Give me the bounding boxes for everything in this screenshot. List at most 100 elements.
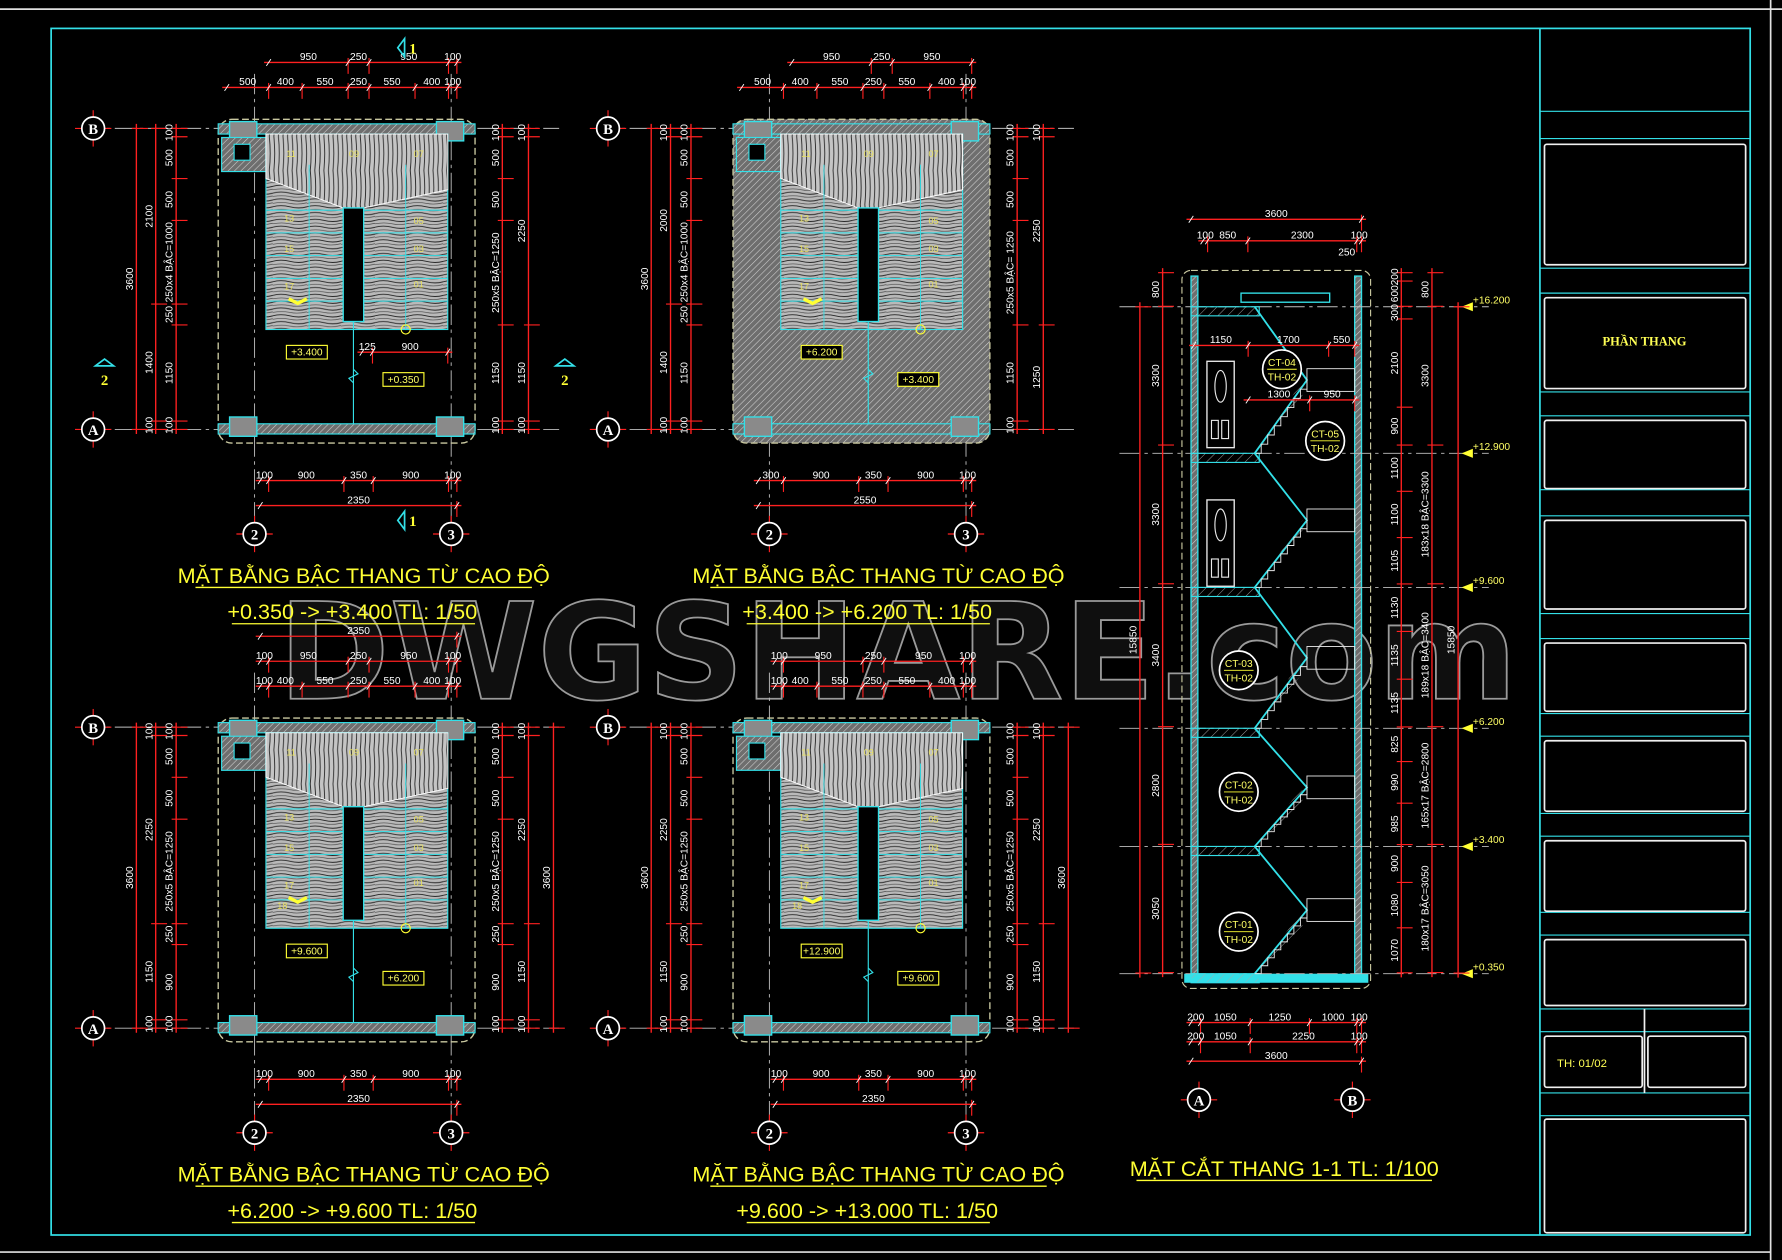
title-block-cell-sheet	[1543, 1035, 1644, 1089]
grid-bubble-2-circle	[242, 1120, 267, 1145]
top-dim-value: 250	[350, 77, 367, 88]
right-dim-value: 100	[517, 416, 528, 433]
plan-subtitle: +3.400 -> +6.200 TL: 1/50	[742, 599, 992, 624]
top-dim-value: 550	[383, 77, 400, 88]
grid-bubble-B-label: B	[603, 721, 613, 737]
duct-icon	[748, 742, 766, 760]
dim-tick	[1352, 396, 1358, 404]
direction-arrow-icon	[802, 297, 823, 306]
direction-arrow-icon	[287, 896, 308, 905]
dim-tick	[1245, 396, 1251, 404]
start-marker-icon	[915, 324, 926, 335]
bottom-dim-value: 100	[256, 1069, 273, 1080]
grid-bubble-A-label: A	[603, 1022, 614, 1038]
grid-bubble-B-circle	[80, 116, 106, 141]
right-dim-value: 500	[491, 789, 502, 806]
step-number: 09	[349, 748, 359, 758]
door-panel	[1221, 419, 1230, 440]
section-inner-dim-value: 1700	[1277, 335, 1300, 346]
grid-bubble-A-circle	[80, 417, 106, 442]
grid-bubble-B-label: B	[88, 721, 98, 737]
dim-tick	[299, 83, 305, 92]
dim-tick	[789, 58, 795, 67]
section-level-label: +0.350	[1473, 962, 1505, 973]
column	[743, 416, 773, 437]
right-dim-value: 1150	[1032, 960, 1043, 982]
right-dim-value: 100	[491, 722, 502, 739]
left-dim-value: 900	[680, 973, 691, 990]
wall-bottom	[217, 1021, 476, 1034]
dim-tick	[780, 476, 787, 485]
dim-tick	[370, 1075, 376, 1084]
door-panel	[1221, 558, 1230, 578]
left-dim-value: 2250	[659, 818, 670, 841]
dim-tick	[445, 682, 452, 690]
section-right-dim-value: 900	[1390, 855, 1401, 872]
dim-tick	[969, 657, 975, 665]
right-dim-value: 250x5 BẬC=1250	[489, 831, 502, 912]
dim-tick	[881, 657, 887, 665]
dim-tick	[370, 476, 376, 485]
left-dim-value: 250	[680, 306, 691, 323]
step-number: 05	[414, 815, 424, 825]
top-dim-value: 550	[831, 77, 848, 88]
landing-treads	[1306, 646, 1356, 670]
dim-tick	[814, 83, 820, 92]
top-dim-value: 100	[771, 676, 788, 687]
stair-treads	[1254, 787, 1308, 847]
title-block-cell	[1543, 419, 1747, 490]
top-dim-value: 250	[865, 651, 882, 662]
plan-subtitle: +0.350 -> +3.400 TL: 1/50	[227, 599, 477, 624]
dim-tick	[345, 657, 351, 665]
right-dim-value: 250x5 BẬC= 1250	[1004, 231, 1017, 315]
top-dim-value: 100	[256, 676, 273, 687]
dim-tick	[445, 476, 452, 485]
dim-tick	[369, 348, 376, 356]
step-number: 13	[284, 812, 294, 822]
title-block-cell	[1543, 519, 1747, 610]
dim-tick	[856, 476, 862, 485]
top-dim-value: 400	[423, 676, 440, 687]
bottom-dim-value: 900	[298, 470, 315, 481]
dim-tick	[265, 1075, 272, 1084]
dim-tick	[780, 682, 787, 690]
dim-tick	[1245, 237, 1251, 245]
dim-tick	[345, 83, 351, 92]
top-dim-value: 950	[923, 52, 940, 63]
dim-tick	[1354, 237, 1360, 245]
top-dim-value: 500	[239, 77, 256, 88]
dim-tick	[341, 476, 347, 485]
top-dim-value: 250	[350, 52, 367, 63]
grid-bubble-2-label: 2	[251, 1126, 258, 1142]
dim-tick	[257, 476, 263, 485]
title-block-section-name: PHẦN THANG	[1602, 333, 1686, 348]
dim-tick	[454, 58, 460, 67]
section-left-dim-value: 3300	[1151, 364, 1162, 387]
step-number: 03	[929, 843, 939, 853]
dim-tick	[885, 476, 891, 485]
section-right-dim-value: 200	[1390, 268, 1401, 285]
section-right-dim-value: 1080	[1390, 893, 1401, 916]
top-dim-value: 100	[444, 676, 461, 687]
right-dim-value: 500	[491, 191, 502, 208]
dim-tick	[860, 657, 866, 665]
section-cut-1-icon	[396, 36, 406, 60]
section-wall-right	[1354, 275, 1363, 975]
title-block-cell	[1543, 143, 1747, 266]
dim-tick	[772, 1100, 778, 1109]
stair-well	[857, 805, 880, 921]
dim-tick	[860, 682, 866, 690]
section-wall-left	[1190, 275, 1199, 975]
step-number: 09	[864, 149, 874, 159]
section-inner-dim-value: 950	[1324, 390, 1341, 401]
bottom-dim-value: 100	[959, 470, 976, 481]
section-right-dim-value: 985	[1390, 815, 1401, 832]
section-cut-1-icon	[396, 508, 406, 533]
break-symbol	[862, 368, 874, 384]
dim-tick	[969, 476, 975, 485]
dim-tick	[257, 682, 263, 690]
right-dim-value: 100	[517, 722, 528, 739]
level-tag-box	[800, 344, 843, 360]
grid-bubble-B-label: B	[603, 122, 613, 138]
top-dim-value: 550	[383, 676, 400, 687]
